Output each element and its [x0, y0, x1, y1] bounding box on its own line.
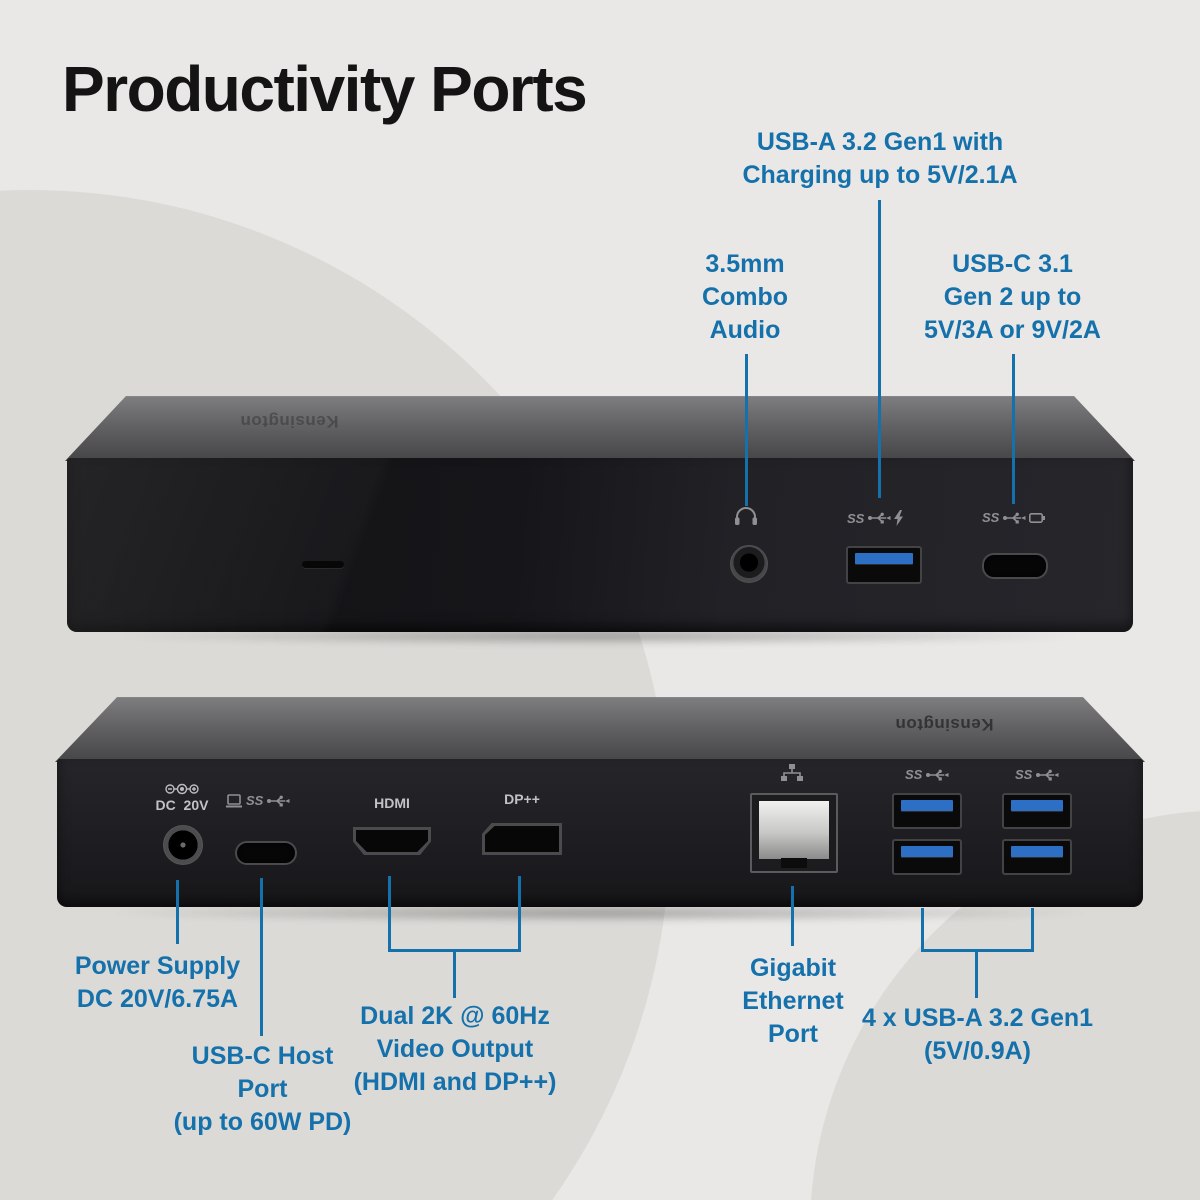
usb-trident-icon — [267, 795, 290, 806]
brand-logo: Kensington — [240, 412, 339, 431]
hdmi-label: HDMI — [374, 795, 410, 811]
dock-back-view: Kensington DC 20V — [55, 697, 1145, 909]
dc-power-jack — [163, 825, 203, 865]
dock-front-view: Kensington SS — [65, 396, 1135, 632]
usb-a-port-4 — [1002, 839, 1072, 875]
callout-line — [453, 949, 456, 998]
usb-ss-icon: SS — [905, 767, 949, 782]
callout-label-video-output: Dual 2K @ 60Hz Video Output (HDMI and DP… — [353, 1002, 557, 1096]
audio-combo-jack-port — [730, 545, 768, 583]
callout-label-usb-c: USB-C 3.1 Gen 2 up to 5V/3A or 9V/2A — [924, 250, 1101, 344]
dc-polarity-icon — [165, 783, 199, 795]
dock-top-face: Kensington — [65, 396, 1135, 461]
callout-line — [878, 200, 881, 498]
usb-c-host-port — [235, 841, 297, 865]
callout-line — [745, 354, 748, 506]
usb-a-front-port — [846, 546, 922, 584]
callout-line — [388, 876, 391, 952]
callout-label-power: Power Supply DC 20V/6.75A — [74, 952, 241, 1013]
laptop-icon — [226, 793, 242, 807]
callout-line — [1031, 908, 1034, 952]
brand-logo: Kensington — [895, 715, 994, 734]
callout-line — [791, 886, 794, 946]
headphone-icon — [733, 506, 759, 526]
usb-a-port-2 — [892, 839, 962, 875]
page-title: Productivity Ports — [62, 53, 588, 125]
dock-top-face: Kensington — [55, 697, 1145, 762]
usb-ss-icon: SS — [1015, 767, 1059, 782]
ethernet-port — [750, 793, 838, 873]
status-led-slot — [302, 561, 344, 568]
callout-line — [518, 876, 521, 952]
dc-power-label-group: DC 20V — [132, 783, 232, 813]
gloss-reflection — [67, 458, 1133, 632]
usb-ss-power-icon: SS — [982, 510, 1046, 525]
callout-label-ethernet: Gigabit Ethernet Port — [742, 954, 844, 1048]
callout-line — [975, 949, 978, 998]
usb-ss-charging-icon: SS — [847, 510, 904, 526]
callout-label-audio: 3.5mm Combo Audio — [701, 250, 789, 344]
dp-label: DP++ — [504, 791, 540, 807]
callout-line — [1012, 354, 1015, 504]
callout-label-usb-a-4x: 4 x USB-A 3.2 Gen1 (5V/0.9A) — [861, 1004, 1094, 1065]
callout-label-usb-c-host: USB-C Host Port (up to 60W PD) — [173, 1042, 352, 1136]
hdmi-port — [353, 827, 431, 855]
ethernet-icon — [780, 763, 804, 783]
usb-c-front-port — [982, 553, 1048, 579]
usb-c-host-icon: SS — [225, 793, 290, 808]
callout-line — [260, 878, 263, 1036]
usb-a-port-3 — [1002, 793, 1072, 829]
dock-front-face: SS SS — [67, 458, 1133, 632]
callout-label-usb-a-charging: USB-A 3.2 Gen1 with Charging up to 5V/2.… — [742, 128, 1018, 189]
callout-line — [176, 880, 179, 944]
displayport-port — [482, 823, 562, 855]
callout-line — [921, 908, 924, 952]
usb-a-port-1 — [892, 793, 962, 829]
dc-power-label: DC 20V — [155, 797, 209, 813]
dock-back-face: DC 20V SS HDMI — [57, 759, 1143, 907]
